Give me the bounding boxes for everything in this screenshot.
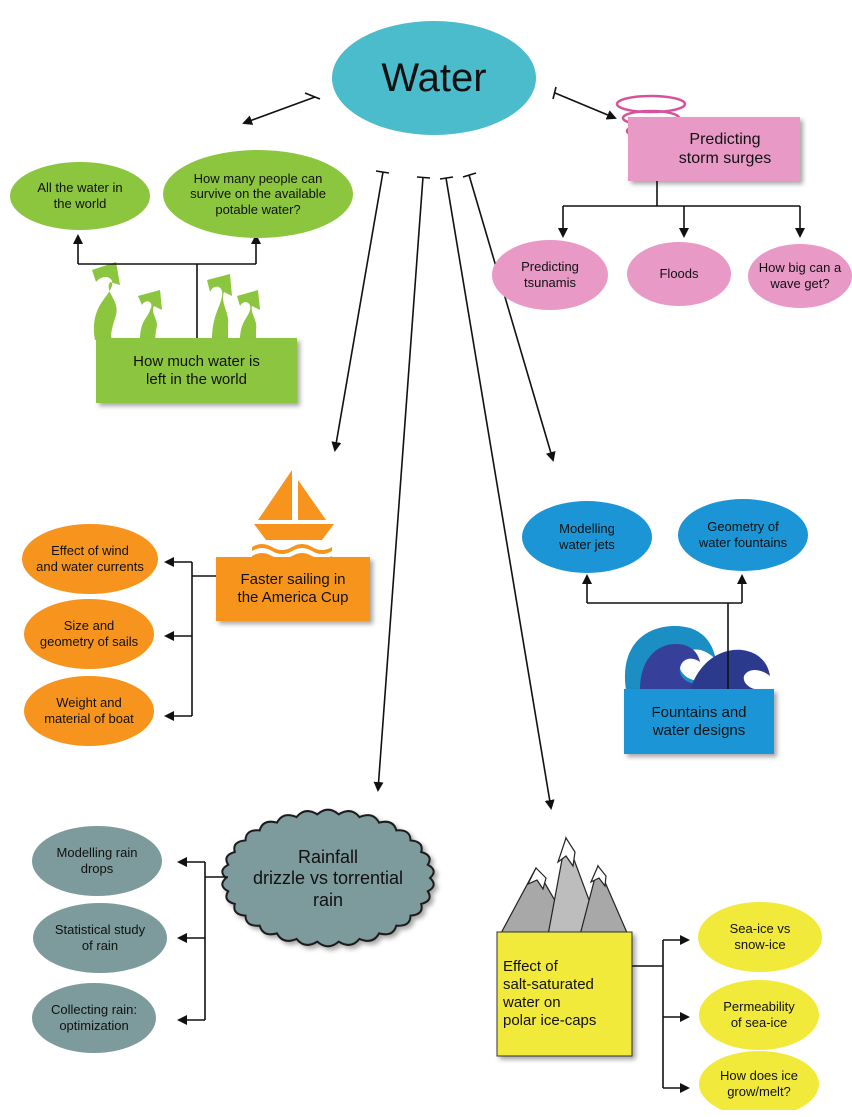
mountains-icon xyxy=(498,835,629,936)
connector-water-left xyxy=(242,96,316,125)
green-arrows-icon xyxy=(92,262,260,340)
ice-box xyxy=(496,931,633,1057)
rain-sub-1 xyxy=(32,826,162,896)
sailboat-icon xyxy=(252,470,334,563)
storm-box xyxy=(628,117,800,181)
connector-rain xyxy=(373,176,424,792)
rain-sub-3 xyxy=(32,983,156,1053)
connector-sailing xyxy=(331,171,384,452)
storm-sub-3 xyxy=(748,244,852,308)
connector-storm xyxy=(554,92,617,120)
wave-icon xyxy=(624,625,770,690)
ice-sub-1 xyxy=(698,902,822,972)
storm-sub-1 xyxy=(492,240,608,310)
connector-ice xyxy=(445,177,555,810)
water-left-sub-2 xyxy=(163,150,353,238)
sailing-sub-1 xyxy=(22,524,158,594)
water-left-sub-1 xyxy=(10,162,150,230)
center-node xyxy=(332,21,536,135)
fountains-box xyxy=(624,689,774,754)
rain-connectors xyxy=(177,857,228,1025)
sailing-connectors xyxy=(164,557,216,721)
tee-storm xyxy=(552,86,557,100)
connector-fountains xyxy=(468,174,556,462)
tee-sailing xyxy=(375,170,390,174)
sailing-sub-3 xyxy=(24,676,154,746)
tee-rain xyxy=(416,176,431,179)
tee-ice xyxy=(439,176,454,180)
rain-cloud xyxy=(221,808,435,948)
storm-connectors xyxy=(558,181,805,238)
storm-sub-2 xyxy=(627,242,731,306)
tee-fountains xyxy=(462,172,477,178)
water-left-connectors xyxy=(73,234,261,338)
ice-sub-3 xyxy=(699,1051,819,1110)
rain-sub-2 xyxy=(33,903,167,973)
water-left-box xyxy=(96,338,297,403)
fountains-sub-2 xyxy=(678,499,808,571)
fountains-connectors xyxy=(582,574,747,689)
sailing-sub-2 xyxy=(24,599,154,669)
ice-sub-2 xyxy=(699,980,819,1050)
center-connectors xyxy=(242,86,617,810)
tee-water-left xyxy=(304,92,321,100)
fountains-sub-1 xyxy=(522,501,652,573)
ice-connectors xyxy=(632,935,690,1093)
sailing-box xyxy=(216,557,370,621)
